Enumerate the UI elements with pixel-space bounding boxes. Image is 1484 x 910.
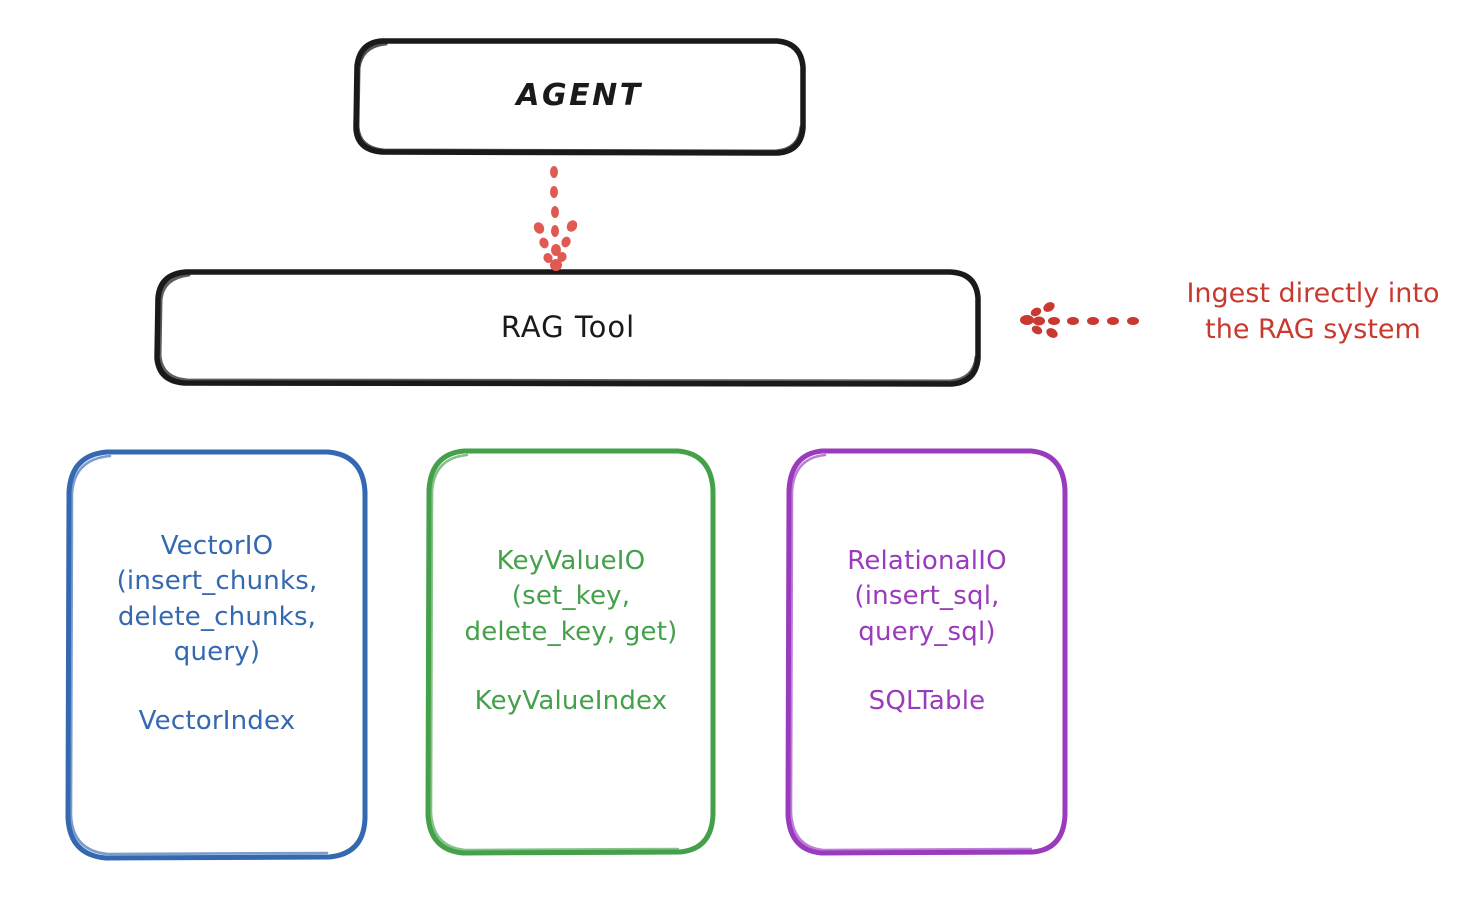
agent-to-rag-tool-arrow [533,166,578,271]
key-value-io-box-outline [425,448,716,856]
node-vector-io-label: VectorIO (insert_chunks, delete_chunks, … [116,531,318,667]
annotation-ingest-directly: Ingest directly into the RAG system [1186,278,1440,345]
agent-box-outline [353,38,806,156]
node-rag-tool-label: RAG Tool [500,309,636,344]
node-relational-io-label: RelationalIO (insert_sql, query_sql) [847,546,1007,647]
node-relational-io-content: RelationalIO (insert_sql, query_sql) SQL… [847,544,1007,715]
node-vector-io-sublabel: VectorIndex [138,705,296,736]
relational-io-box-outline [785,448,1068,856]
node-agent-label: AGENT [516,78,643,114]
node-key-value-io[interactable]: KeyValueIO (set_key, delete_key, get) Ke… [428,450,714,854]
vector-io-box-outline [65,449,368,861]
node-agent[interactable]: AGENT [355,40,804,153]
node-relational-io[interactable]: RelationalIO (insert_sql, query_sql) SQL… [788,450,1066,854]
rag-tool-box-outline [154,269,981,387]
node-relational-io-sublabel: SQLTable [868,685,986,716]
node-rag-tool[interactable]: RAG Tool [157,271,979,384]
ingest-to-rag-tool-arrow [1020,302,1139,338]
node-key-value-io-content: KeyValueIO (set_key, delete_key, get) Ke… [465,544,678,715]
node-vector-io[interactable]: VectorIO (insert_chunks, delete_chunks, … [68,450,366,859]
node-vector-io-content: VectorIO (insert_chunks, delete_chunks, … [117,529,318,735]
node-key-value-io-sublabel: KeyValueIndex [474,685,668,716]
node-key-value-io-label: KeyValueIO (set_key, delete_key, get) [464,546,678,647]
